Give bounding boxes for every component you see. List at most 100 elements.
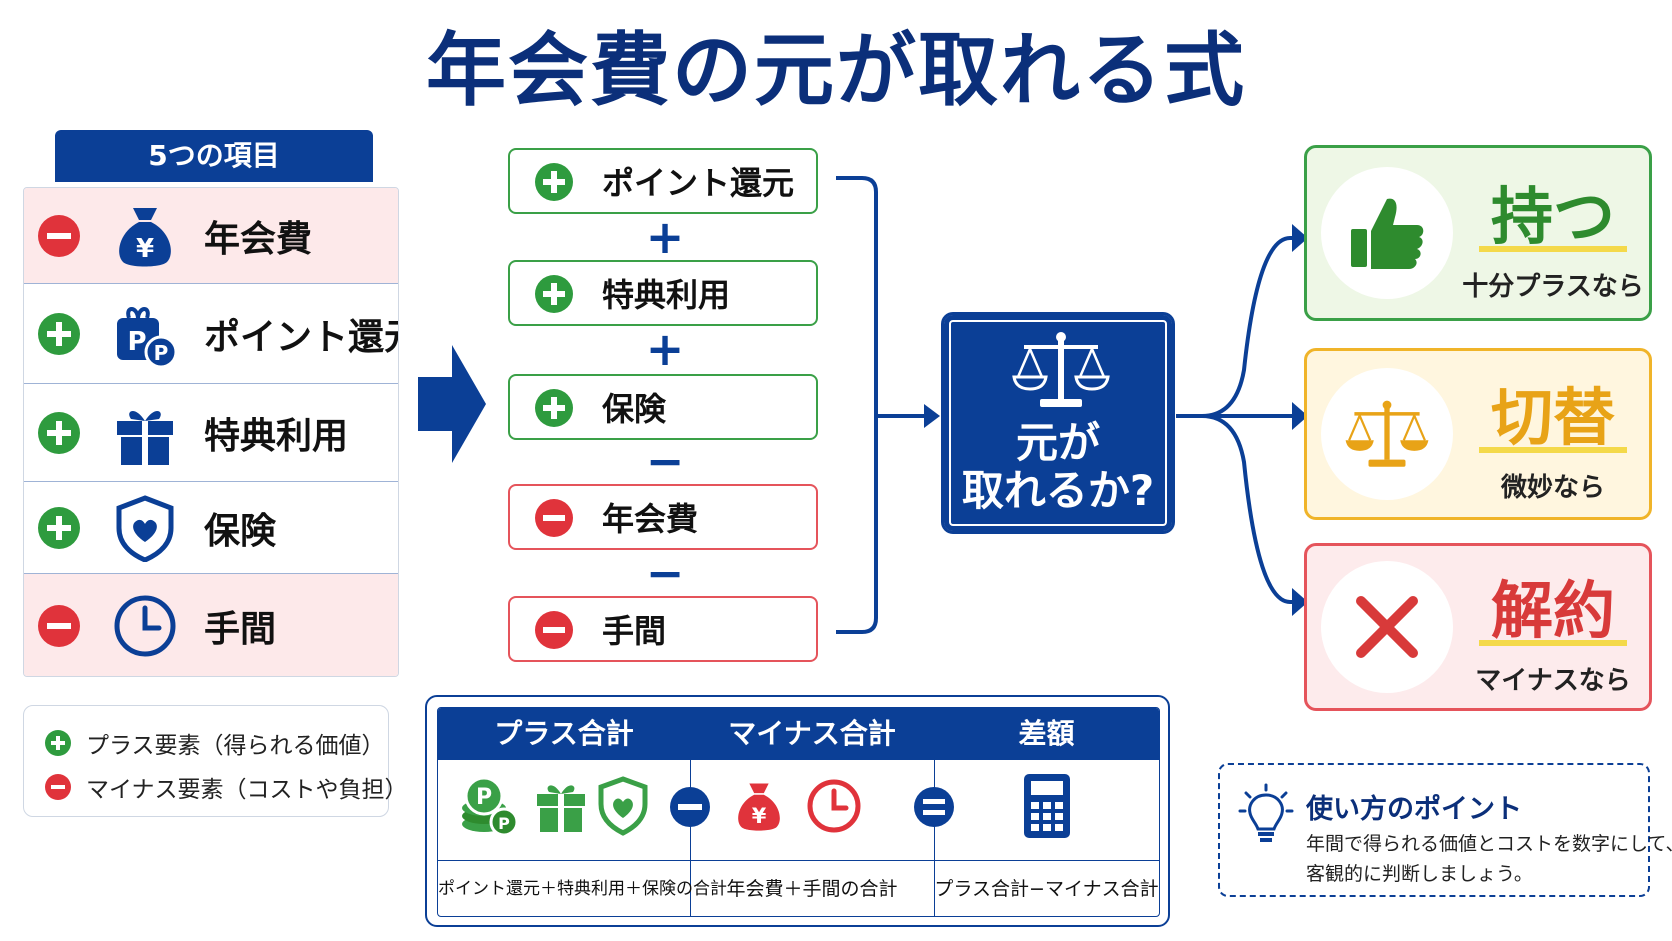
shield-heart-icon [598,776,648,836]
svg-text:¥: ¥ [752,804,767,828]
result-cancel: 解約 マイナスなら [1304,543,1652,711]
item-label: 特典利用 [204,415,349,457]
flow-label: 手間 [602,612,667,650]
svg-text:P: P [476,785,492,810]
list-item-points: P P ポイント還元 [24,284,398,384]
x-mark-icon [1356,596,1418,658]
calculation-grid: プラス合計 マイナス合計 差額 P P ¥ [437,707,1160,917]
item-label: 年会費 [204,218,313,260]
item-label: 保険 [204,510,277,552]
money-bag-icon: ¥ [738,783,780,831]
result-underline [1479,447,1627,453]
minus-icon [38,214,80,257]
flow-box-perks: 特典利用 [508,260,818,326]
equals-icon [914,787,954,827]
flow-box-annual-fee: 年会費 [508,484,818,550]
flow-connectors [836,176,1308,634]
tip-heading: 使い方のポイント [1306,794,1522,825]
result-cancel-title: 解約 [1490,574,1615,647]
usage-tip: 使い方のポイント 年間で得られる価値とコストを数字にして、 客観的に判断しましょ… [1218,763,1672,897]
result-switch-title: 切替 [1490,381,1615,454]
result-cancel-caption: マイナスなら [1475,666,1631,696]
minus-icon [670,787,710,827]
minus-icon [535,611,573,649]
legend: プラス要素（得られる価値） マイナス要素（コストや負担） [23,705,408,817]
result-icon-circle [1321,167,1453,299]
minus-icon [45,774,71,800]
svg-text:P: P [498,814,510,833]
gift-icon [537,785,585,832]
items-list: ¥ 年会費 P P ポイント還元 特典利用 保険 [23,187,399,677]
items-header: 5つの項目 [55,130,373,182]
footer-difference: プラス合計−マイナス合計 [934,860,1159,916]
flow-box-points: ポイント還元 [508,148,818,214]
plus-icon [535,275,573,313]
money-bag-icon: ¥ [119,207,171,266]
result-switch: 切替 微妙なら [1304,348,1652,520]
coins-icon: P P [462,776,518,837]
scale-icon [1012,332,1110,407]
operator-plus: + [645,322,685,376]
lightbulb-icon [1238,783,1294,842]
item-label: ポイント還元 [204,316,399,358]
legend-minus: マイナス要素（コストや負担） [44,770,408,804]
list-item-perks: 特典利用 [24,384,398,482]
judgement-line2: 取れるか? [961,466,1155,515]
list-item-insurance: 保険 [24,482,398,574]
points-icon: P P [117,306,178,368]
result-underline [1479,246,1627,252]
calculation-table: プラス合計 マイナス合計 差額 P P ¥ [425,695,1170,927]
clock-icon [114,595,176,657]
result-icon-circle [1321,561,1453,693]
calculator-icon [1024,774,1070,838]
legend-plus: プラス要素（得られる価値） [44,726,385,760]
result-keep: 持つ 十分プラスなら [1304,145,1652,321]
result-icon-circle [1321,368,1453,500]
judgement-line1: 元が [1015,418,1100,467]
header-plus-total: プラス合計 [438,708,690,760]
arrow-right-icon [418,345,486,463]
footer-plus-total: ポイント還元＋特典利用＋保険の合計 [438,860,727,916]
list-item-annual-fee: ¥ 年会費 [24,188,398,284]
operator-plus: + [645,210,685,264]
plus-icon [535,163,573,201]
tip-line2: 客観的に判断しましょう。 [1306,863,1533,885]
plus-icon [535,389,573,427]
judgement-box: 元が 取れるか? [941,312,1175,534]
item-label: 手間 [204,609,277,650]
page-title: 年会費の元が取れる式 [426,24,1246,117]
list-item-effort: 手間 [24,574,398,676]
flow-label: ポイント還元 [602,164,795,202]
result-underline [1479,640,1627,646]
result-keep-title: 持つ [1490,180,1615,253]
legend-plus-label: プラス要素（得られる価値） [86,733,385,759]
flow-label: 特典利用 [602,276,731,314]
footer-minus-total: 年会費＋手間の合計 [690,860,934,916]
flow-label: 年会費 [602,500,699,538]
shield-heart-icon [116,494,174,562]
svg-text:P: P [154,341,169,365]
svg-text:¥: ¥ [136,234,154,264]
plus-icon [45,730,71,756]
result-keep-caption: 十分プラスなら [1462,272,1644,302]
flow-label: 保険 [602,390,667,428]
tip-text: 年間で得られる価値とコストを数字にして、 客観的に判断しましょう。 [1306,829,1672,889]
flow-box-effort: 手間 [508,596,818,662]
legend-minus-label: マイナス要素（コストや負担） [86,777,408,803]
header-minus-total: マイナス合計 [690,708,934,760]
tip-line1: 年間で得られる価値とコストを数字にして、 [1306,833,1672,855]
clock-icon [807,779,861,833]
operator-minus: − [645,546,685,600]
thumbs-up-icon [1351,198,1424,269]
scale-icon [1345,400,1429,467]
minus-icon [535,499,573,537]
plus-icon [38,506,80,549]
svg-text:P: P [127,327,146,357]
result-switch-caption: 微妙なら [1500,473,1605,503]
gift-icon [117,410,173,465]
header-difference: 差額 [934,708,1159,760]
flow-box-insurance: 保険 [508,374,818,440]
plus-icon [38,312,80,355]
minus-icon [38,605,80,647]
plus-icon [38,411,80,454]
